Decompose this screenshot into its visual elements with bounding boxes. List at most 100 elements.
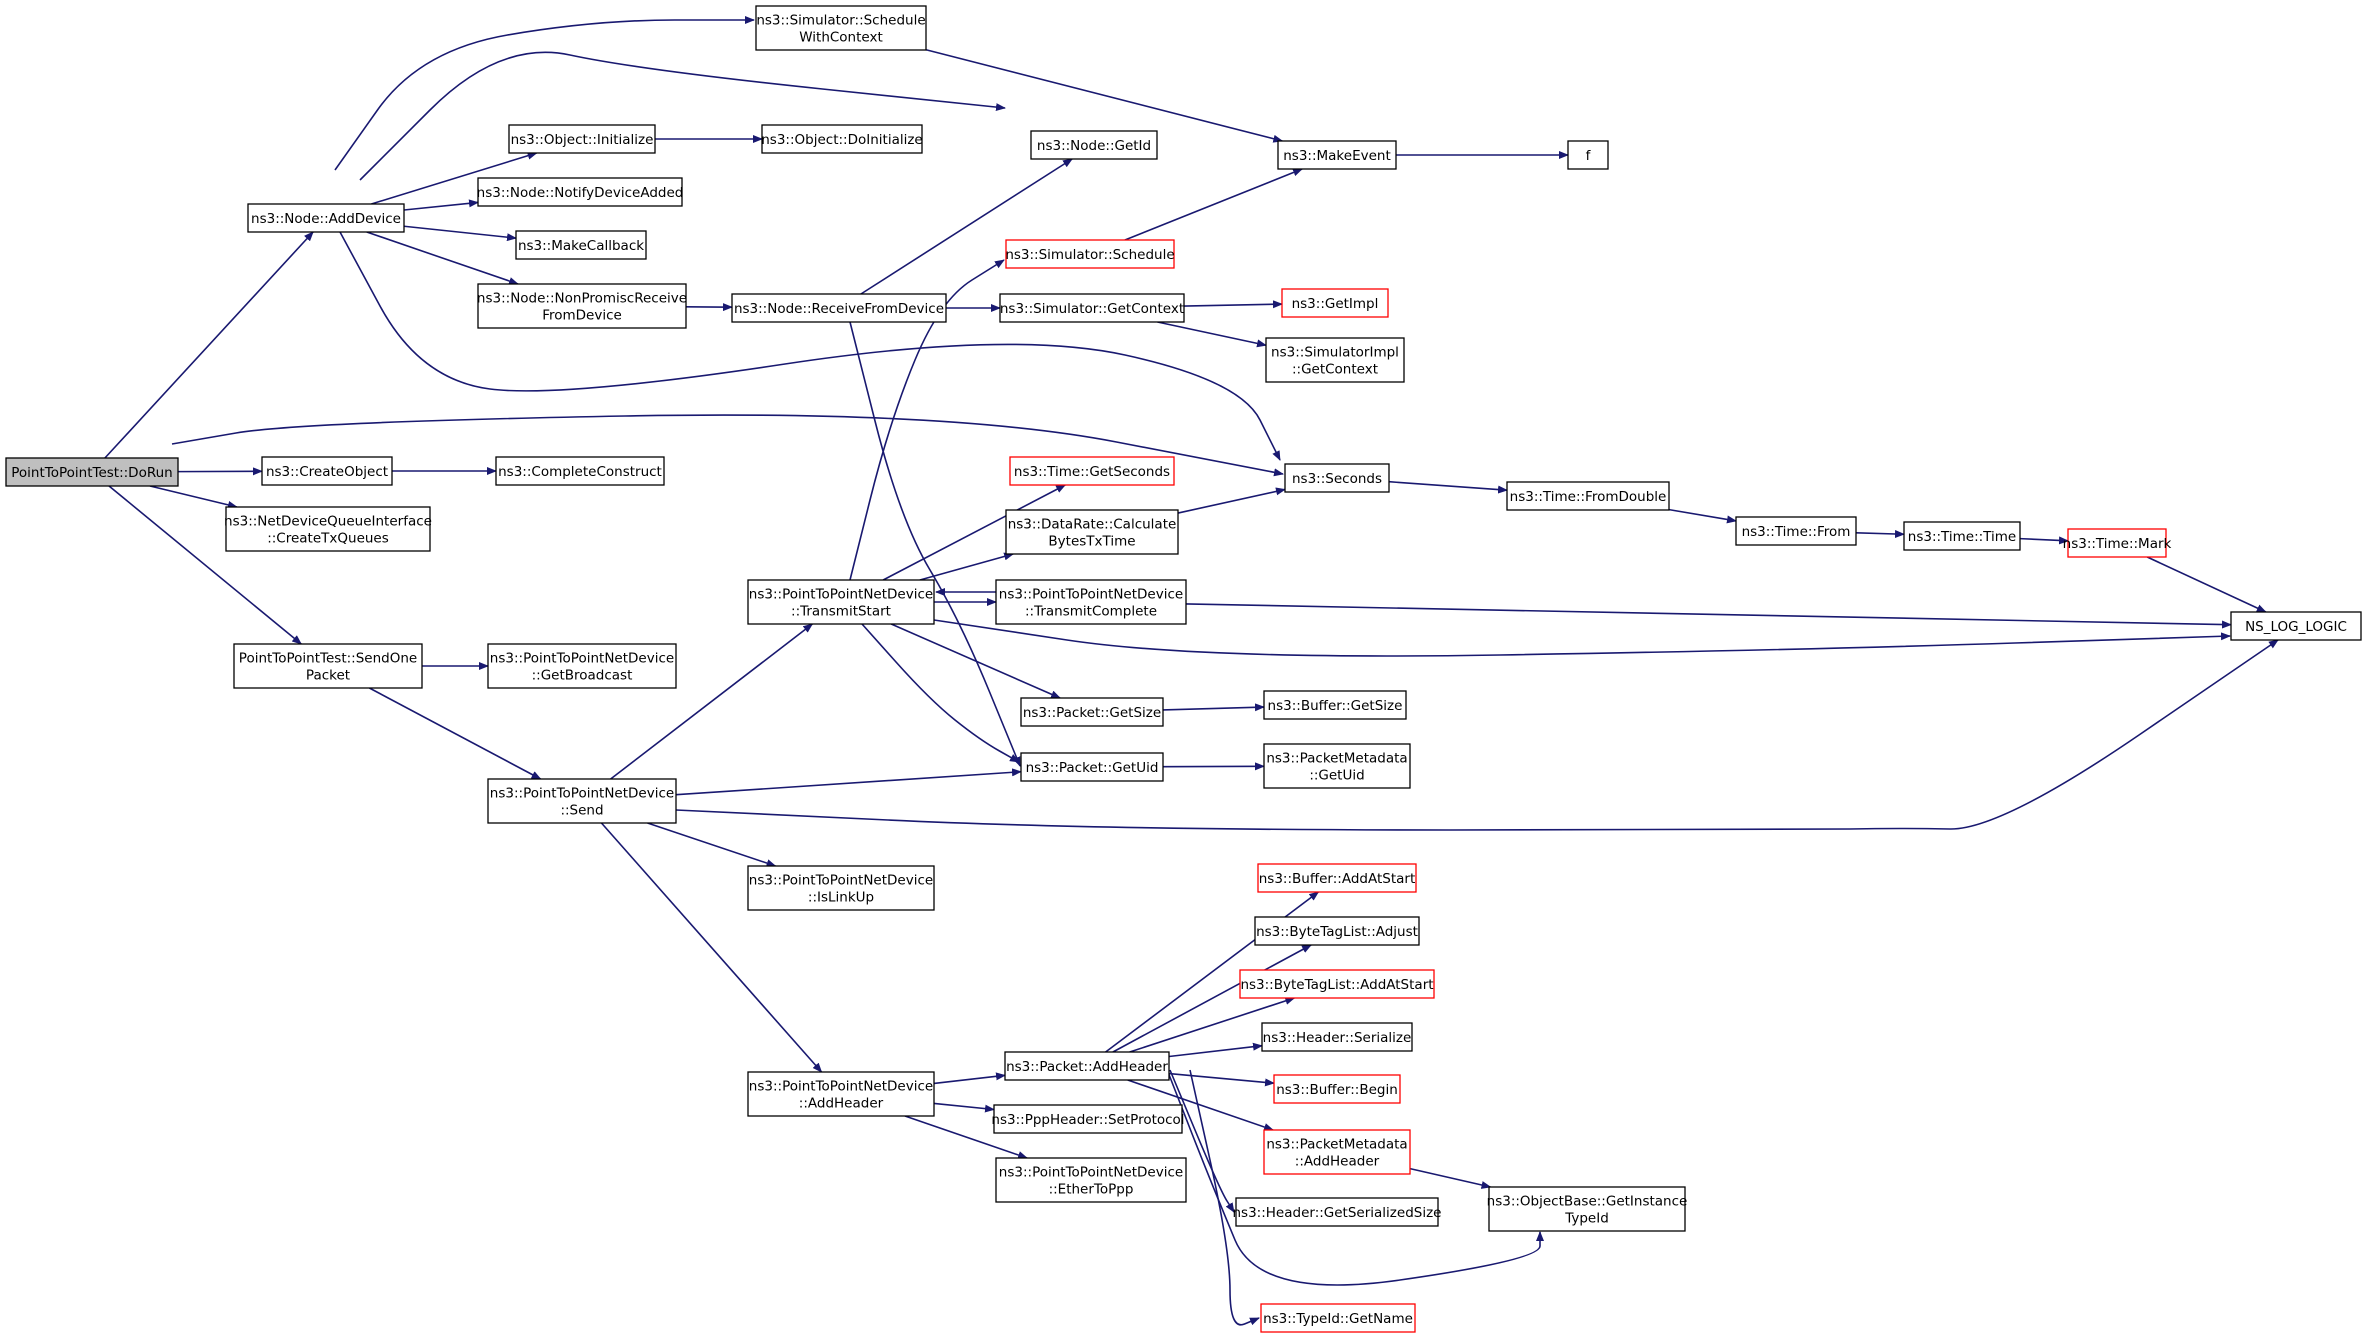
node-timemark[interactable]: ns3::Time::Mark: [2063, 528, 2172, 558]
edge-txstart-to-getseconds: [882, 484, 1067, 581]
node-box: [1005, 509, 1179, 555]
edge-dorun-to-ndqi: [149, 485, 238, 509]
node-box: [1004, 1051, 1170, 1081]
node-islinkup[interactable]: ns3::PointToPointNetDevice::IsLinkUp: [747, 865, 935, 911]
node-pktgetuid[interactable]: ns3::Packet::GetUid: [1020, 752, 1164, 782]
node-label: ns3::PppHeader::SetProtocol: [991, 1112, 1184, 1128]
node-box: [508, 124, 656, 154]
node-receivefrom[interactable]: ns3::Node::ReceiveFromDevice: [731, 293, 947, 323]
node-notifydev[interactable]: ns3::Node::NotifyDeviceAdded: [477, 177, 684, 207]
node-pktaddheader[interactable]: ns3::Packet::AddHeader: [1004, 1051, 1170, 1081]
node-box: [487, 643, 677, 689]
edge-p2psend-to-nslog: [675, 639, 2279, 831]
node-ndqi[interactable]: ns3::NetDeviceQueueInterface::CreateTxQu…: [224, 506, 432, 552]
node-bufbegin[interactable]: ns3::Buffer::Begin: [1273, 1074, 1401, 1104]
node-label: ns3::Header::Serialize: [1263, 1030, 1412, 1046]
node-p2paddheader[interactable]: ns3::PointToPointNetDevice::AddHeader: [747, 1071, 935, 1117]
node-box: [747, 579, 935, 625]
node-getbroadcast[interactable]: ns3::PointToPointNetDevice::GetBroadcast: [487, 643, 677, 689]
node-bufgetsize[interactable]: ns3::Buffer::GetSize: [1263, 690, 1407, 720]
node-pppsetproto[interactable]: ns3::PppHeader::SetProtocol: [991, 1104, 1185, 1134]
edge-pktaddheader-to-pmaddheader: [1127, 1079, 1274, 1131]
node-simimplctx[interactable]: ns3::SimulatorImpl::GetContext: [1265, 337, 1405, 383]
node-p2psend[interactable]: ns3::PointToPointNetDevice::Send: [487, 778, 677, 824]
node-box: [477, 283, 687, 329]
node-label: ns3::GetImpl: [1292, 296, 1379, 312]
node-label: ::GetContext: [1292, 362, 1378, 378]
node-timetime[interactable]: ns3::Time::Time: [1903, 521, 2021, 551]
node-createobject[interactable]: ns3::CreateObject: [261, 456, 393, 486]
node-ethertoppp[interactable]: ns3::PointToPointNetDevice::EtherToPpp: [995, 1157, 1187, 1203]
node-label: ns3::CompleteConstruct: [498, 464, 662, 480]
node-fromdouble[interactable]: ns3::Time::FromDouble: [1506, 481, 1670, 511]
node-hdrgetsersize[interactable]: ns3::Header::GetSerializedSize: [1233, 1197, 1442, 1227]
node-label: ns3::Time::GetSeconds: [1014, 464, 1170, 480]
node-box: [731, 293, 947, 323]
node-bufaddatstart[interactable]: ns3::Buffer::AddAtStart: [1257, 863, 1417, 893]
node-getimpl[interactable]: ns3::GetImpl: [1281, 288, 1389, 318]
node-label: ns3::MakeCallback: [518, 238, 644, 254]
node-seconds[interactable]: ns3::Seconds: [1284, 463, 1390, 493]
node-label: ns3::Simulator::Schedule: [756, 13, 925, 29]
node-label: ns3::NetDeviceQueueInterface: [224, 514, 432, 530]
node-label: Packet: [306, 668, 350, 684]
node-label: ns3::Node::ReceiveFromDevice: [734, 301, 944, 317]
node-label: ::TransmitComplete: [1025, 604, 1157, 620]
node-makecallback[interactable]: ns3::MakeCallback: [515, 230, 647, 260]
node-box: [755, 5, 927, 51]
node-getcontext[interactable]: ns3::Simulator::GetContext: [999, 293, 1185, 323]
node-label: ns3::CreateObject: [266, 464, 388, 480]
node-label: ::CreateTxQueues: [267, 531, 389, 547]
node-label: ns3::Node::NotifyDeviceAdded: [477, 185, 684, 201]
node-getseconds[interactable]: ns3::Time::GetSeconds: [1009, 456, 1175, 486]
node-f[interactable]: f: [1567, 140, 1609, 170]
node-makeevent[interactable]: ns3::MakeEvent: [1277, 140, 1397, 170]
edge-p2psend-to-p2paddheader: [600, 822, 823, 1073]
node-pmaddheader[interactable]: ns3::PacketMetadata::AddHeader: [1263, 1129, 1411, 1175]
node-box: [747, 1071, 935, 1117]
node-completeconstruct[interactable]: ns3::CompleteConstruct: [495, 456, 665, 486]
node-txstart[interactable]: ns3::PointToPointNetDevice::TransmitStar…: [747, 579, 935, 625]
node-hdrserialize[interactable]: ns3::Header::Serialize: [1261, 1022, 1413, 1052]
node-label: ::GetUid: [1309, 768, 1364, 784]
edge-adddevice-to-seconds: [339, 231, 1281, 461]
node-timefrom[interactable]: ns3::Time::From: [1735, 516, 1857, 546]
node-doinit[interactable]: ns3::Object::DoInitialize: [761, 124, 923, 154]
edge-receivefrom-to-getid: [860, 158, 1073, 295]
node-box: [477, 177, 683, 207]
node-typeidgetname[interactable]: ns3::TypeId::GetName: [1260, 1303, 1416, 1333]
edge-pktaddheader-to-btladdatstart: [1129, 997, 1296, 1053]
edge-adddevice-to-notifydev: [403, 199, 479, 211]
node-btladdatstart[interactable]: ns3::ByteTagList::AddAtStart: [1239, 969, 1435, 999]
edge-dorun-to-seconds: [171, 414, 1284, 477]
node-pktgetsize[interactable]: ns3::Packet::GetSize: [1020, 697, 1164, 727]
node-box: [495, 456, 665, 486]
node-pmgetuid[interactable]: ns3::PacketMetadata::GetUid: [1263, 743, 1411, 789]
node-label: ns3::PointToPointNetDevice: [490, 786, 674, 802]
node-label: PointToPointTest::DoRun: [11, 465, 172, 481]
node-dorun[interactable]: PointToPointTest::DoRun: [5, 457, 179, 487]
node-adddevice[interactable]: ns3::Node::AddDevice: [247, 203, 405, 233]
node-label: ns3::Packet::AddHeader: [1006, 1059, 1168, 1075]
node-schedule[interactable]: ns3::Simulator::Schedule: [1005, 239, 1175, 269]
edge-p2psend-to-islinkup: [647, 822, 777, 867]
node-btladjust[interactable]: ns3::ByteTagList::Adjust: [1254, 916, 1420, 946]
edge-txstart-to-schedule: [849, 259, 1005, 581]
node-txcomplete[interactable]: ns3::PointToPointNetDevice::TransmitComp…: [995, 579, 1187, 625]
node-getid[interactable]: ns3::Node::GetId: [1030, 130, 1158, 160]
node-label: ns3::Time::Mark: [2063, 536, 2172, 552]
node-nslog[interactable]: NS_LOG_LOGIC: [2230, 611, 2362, 641]
edge-schedule-to-makeevent: [1124, 168, 1303, 241]
node-box: [5, 457, 179, 487]
node-objinit[interactable]: ns3::Object::Initialize: [508, 124, 656, 154]
node-box: [999, 293, 1185, 323]
edge-pktgetsize-to-bufgetsize: [1162, 703, 1265, 712]
node-label: PointToPointTest::SendOne: [239, 651, 417, 667]
node-box: [1239, 969, 1435, 999]
